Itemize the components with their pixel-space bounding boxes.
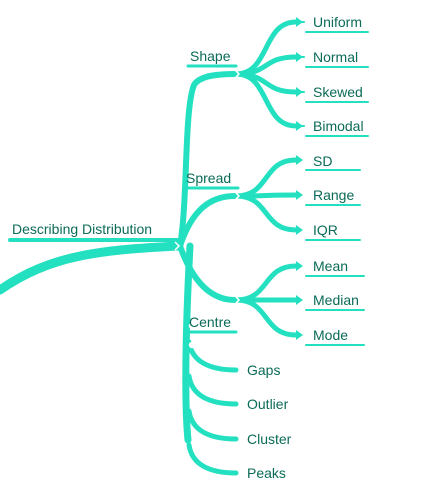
trunk-bottom (182, 242, 194, 444)
leaf-node-gaps[interactable]: Gaps (247, 362, 281, 378)
leaf-branch-mean (233, 263, 299, 303)
trunk-shape (177, 71, 238, 249)
leaf-arrow-mean (296, 261, 303, 271)
leaf-arrow-range (296, 190, 303, 200)
leaf-node-uniform[interactable]: Uniform (313, 14, 363, 30)
leaf-node-bimodal[interactable]: Bimodal (313, 118, 364, 134)
leaf-arrow-iqr (296, 225, 303, 235)
leaf-arrow-sd (296, 155, 303, 165)
leaf-node-range[interactable]: Range (313, 187, 355, 203)
root-chevron (174, 241, 181, 251)
leaf-arrow-skewed (296, 87, 303, 97)
leaf-node-mode[interactable]: Mode (313, 327, 349, 343)
leaf-arrow-normal (296, 52, 303, 62)
group-node-spread[interactable]: Spread (186, 170, 232, 186)
leaf-branch-peaks (186, 442, 239, 476)
trunk-spread (177, 193, 238, 249)
leaf-branch-mode (233, 297, 299, 338)
group-node-shape[interactable]: Shape (190, 48, 231, 64)
leaf-node-skewed[interactable]: Skewed (313, 84, 363, 100)
leaf-arrow-mode (296, 330, 303, 340)
shape-chevron (234, 69, 241, 79)
leaf-node-outlier[interactable]: Outlier (247, 396, 289, 412)
root-branch (0, 241, 183, 295)
trunk-centre (177, 243, 238, 303)
root-node[interactable]: Describing Distribution (12, 221, 153, 237)
trunk-dot-2 (188, 341, 196, 349)
leaf-arrow-uniform (296, 17, 303, 27)
spread-chevron (234, 191, 241, 201)
trunk-dot-1 (188, 322, 196, 330)
leaf-node-peaks[interactable]: Peaks (247, 465, 286, 481)
leaf-branch-sd (233, 157, 299, 199)
leaf-arrow-bimodal (296, 121, 303, 131)
leaf-node-sd[interactable]: SD (313, 153, 333, 169)
centre-chevron (234, 295, 241, 305)
group-node-centre[interactable]: Centre (189, 314, 232, 330)
leaf-branch-iqr (233, 193, 299, 233)
leaf-node-cluster[interactable]: Cluster (247, 431, 292, 447)
leaf-arrow-median (296, 295, 303, 305)
leaf-branch-cluster (186, 408, 239, 442)
leaf-branch-outlier (186, 373, 239, 407)
leaf-node-mean[interactable]: Mean (313, 258, 349, 274)
leaf-node-median[interactable]: Median (313, 292, 359, 308)
leaf-node-normal[interactable]: Normal (313, 49, 359, 65)
leaf-branch-gaps (186, 339, 239, 373)
leaf-branch-normal (233, 54, 299, 77)
leaf-branch-bimodal (233, 71, 299, 129)
leaf-node-iqr[interactable]: IQR (313, 222, 338, 238)
